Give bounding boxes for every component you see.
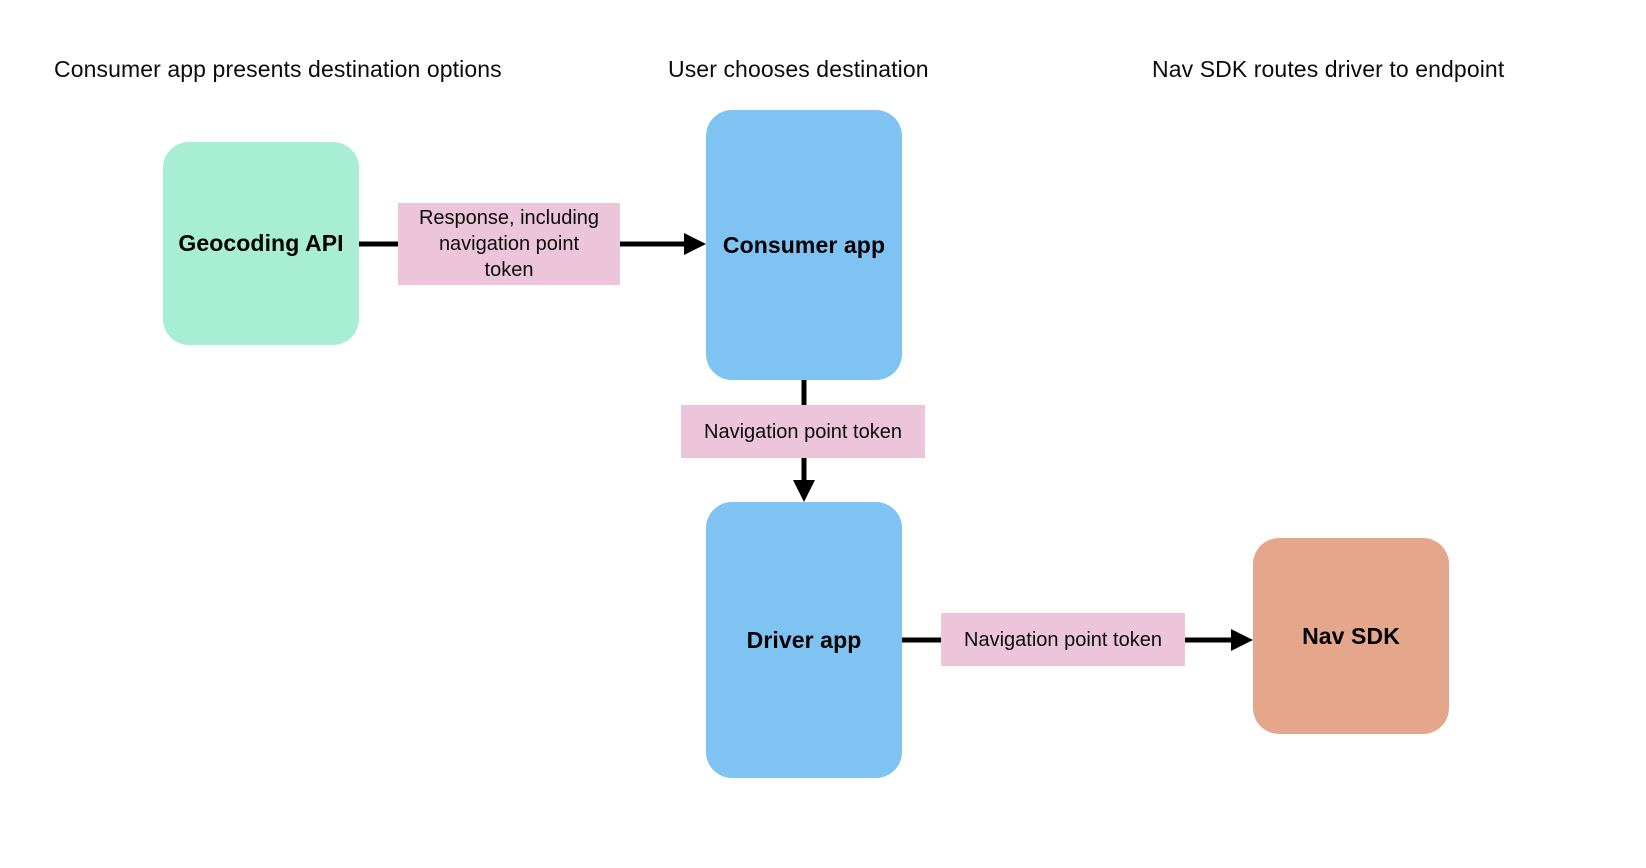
- arrowhead-into-consumer-app: [684, 233, 706, 255]
- node-consumer-app-label: Consumer app: [722, 231, 886, 258]
- node-nav-sdk-label: Nav SDK: [1302, 622, 1400, 649]
- arrowhead-into-nav-sdk: [1231, 629, 1253, 651]
- node-driver-app[interactable]: Driver app: [706, 502, 902, 778]
- edge-label-driver-to-navsdk-text: Navigation point token: [964, 628, 1162, 651]
- edge-label-geocoding-to-consumer-text: Response, including navigation point tok…: [418, 207, 600, 281]
- node-driver-app-label: Driver app: [746, 626, 862, 653]
- edge-label-geocoding-to-consumer: Response, including navigation point tok…: [398, 203, 620, 285]
- node-consumer-app[interactable]: Consumer app: [706, 110, 902, 380]
- column-caption-consumer-app-presents: Consumer app presents destination option…: [54, 56, 502, 82]
- node-geocoding-api[interactable]: Geocoding API: [163, 142, 359, 345]
- node-geocoding-api-label: Geocoding API: [178, 230, 344, 256]
- edge-label-consumer-to-driver-text: Navigation point token: [704, 420, 902, 443]
- column-caption-user-chooses-destination: User chooses destination: [668, 56, 929, 82]
- column-caption-nav-sdk-routes-driver: Nav SDK routes driver to endpoint: [1152, 56, 1505, 82]
- edge-label-driver-to-navsdk: Navigation point token: [941, 613, 1185, 666]
- arrowhead-into-driver-app: [793, 480, 815, 502]
- node-nav-sdk[interactable]: Nav SDK: [1253, 538, 1449, 734]
- edge-label-consumer-to-driver: Navigation point token: [681, 405, 925, 458]
